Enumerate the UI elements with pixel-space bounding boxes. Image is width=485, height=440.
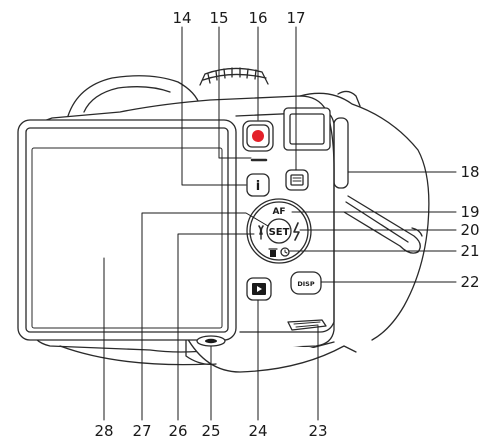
- callout-16: 16: [248, 9, 267, 27]
- trash-icon: [268, 248, 278, 257]
- callout-20: 20: [460, 221, 479, 239]
- callout-15: 15: [209, 9, 228, 27]
- info-button[interactable]: i: [246, 173, 270, 197]
- callout-26: 26: [168, 422, 187, 440]
- disp-button[interactable]: DISP: [290, 271, 322, 295]
- callout-25: 25: [201, 422, 220, 440]
- battery-door: [287, 319, 327, 331]
- flash-icon: [293, 222, 300, 241]
- menu-button[interactable]: [285, 169, 309, 191]
- disp-label: DISP: [297, 280, 314, 288]
- callout-14: 14: [172, 9, 191, 27]
- callout-numbers: 14 15 16 17 18 19 20 21 22 23 24 25 26 2…: [94, 9, 479, 440]
- callout-21: 21: [460, 242, 479, 260]
- callout-24: 24: [248, 422, 267, 440]
- record-button[interactable]: [242, 120, 274, 152]
- menu-icon: [290, 174, 304, 186]
- playback-button[interactable]: [246, 277, 272, 301]
- tripod-socket: [196, 335, 226, 347]
- af-label: AF: [272, 207, 285, 217]
- callout-28: 28: [94, 422, 113, 440]
- callout-19: 19: [460, 203, 479, 221]
- callout-22: 22: [460, 273, 479, 291]
- callout-17: 17: [286, 9, 305, 27]
- leader-lines: [103, 26, 457, 421]
- self-timer-icon: [280, 247, 290, 257]
- macro-flower-icon: [258, 225, 264, 240]
- info-label: i: [256, 179, 260, 194]
- set-button[interactable]: [266, 218, 292, 244]
- four-way-navigation-pad[interactable]: SET AF: [246, 198, 312, 264]
- camera-body: [17, 67, 430, 373]
- record-icon: [252, 130, 264, 142]
- set-label: SET: [269, 227, 290, 238]
- callout-27: 27: [132, 422, 151, 440]
- callout-23: 23: [308, 422, 327, 440]
- callout-18: 18: [460, 163, 479, 181]
